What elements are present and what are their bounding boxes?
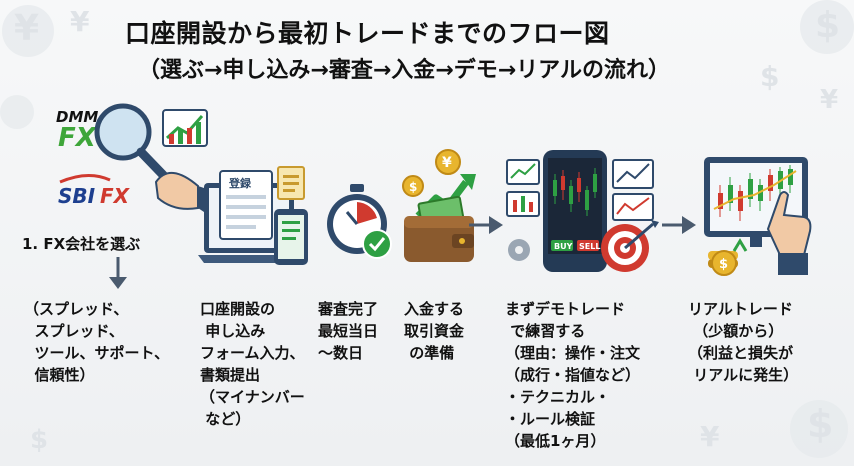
bg-coin-1 xyxy=(2,5,54,57)
dmm-fx-logo-text: FX xyxy=(58,123,98,153)
right-arrow-icon-1 xyxy=(469,216,503,234)
bg-yen-symbol-4: ¥ xyxy=(700,420,720,453)
down-arrow-icon xyxy=(109,257,127,289)
sbi-fx-logo-text: FX xyxy=(100,184,131,208)
step4-text: 入金する 取引資金 の準備 xyxy=(404,300,465,362)
yen-coin-text: ¥ xyxy=(442,155,452,171)
step2-text: 口座開設の 申し込み フォーム入力、 書類提出 （マイナンバー など） xyxy=(200,300,305,428)
bg-coin-3 xyxy=(0,95,34,129)
step1-details: （スプレッド、 スプレッド、 ツール、サポート、 信頼性） xyxy=(24,300,170,384)
page-title: 口座開設から最初トレードまでのフロー図 xyxy=(125,19,610,48)
dollar-coin-text-2: $ xyxy=(719,257,728,272)
bg-coin-2 xyxy=(800,0,854,54)
dollar-coin-text: $ xyxy=(409,180,417,194)
step5-text: まずデモトレード で練習する （理由：操作・注文 （成行・指値など） ・テクニカ… xyxy=(505,300,641,450)
bg-yen-symbol-3: ¥ xyxy=(820,85,839,115)
sbi-logo-text: SBI xyxy=(58,184,96,208)
step1-heading: 1. FX会社を選ぶ xyxy=(22,235,141,253)
page-subtitle: （選ぶ→申し込み→審査→入金→デモ→リアルの流れ） xyxy=(138,58,670,83)
step6-text: リアルトレード （少額から） （利益と損失が リアルに発生） xyxy=(688,300,799,384)
application-form-icon: 登録 xyxy=(198,166,308,265)
bg-dollar-symbol-4: $ xyxy=(30,425,49,455)
step3-text: 審査完了 最短当日 ～数日 xyxy=(318,300,379,362)
sell-button-label: SELL xyxy=(579,242,600,251)
bg-dollar-symbol-2: $ xyxy=(760,60,780,93)
real-trade-monitor-icon: $ xyxy=(704,157,812,276)
buy-button-label: BUY xyxy=(554,242,573,251)
bg-dollar-symbol-1: $ xyxy=(815,5,841,46)
form-label-text: 登録 xyxy=(228,176,252,190)
bg-dollar-symbol-3: $ xyxy=(807,402,834,446)
bg-coin-4 xyxy=(790,400,848,458)
bg-yen-symbol-1: ¥ xyxy=(14,8,40,49)
stopwatch-check-icon xyxy=(327,184,392,259)
right-arrow-icon-2 xyxy=(662,216,696,234)
demo-trade-phone-icon: BUY SELL xyxy=(506,150,659,272)
fx-company-logos-icon: DMM FX SBI FX xyxy=(56,103,216,216)
dmm-logo-text: DMM xyxy=(56,108,98,126)
wallet-deposit-icon: ¥ $ xyxy=(402,149,476,262)
bg-yen-symbol-2: ¥ xyxy=(70,5,90,38)
